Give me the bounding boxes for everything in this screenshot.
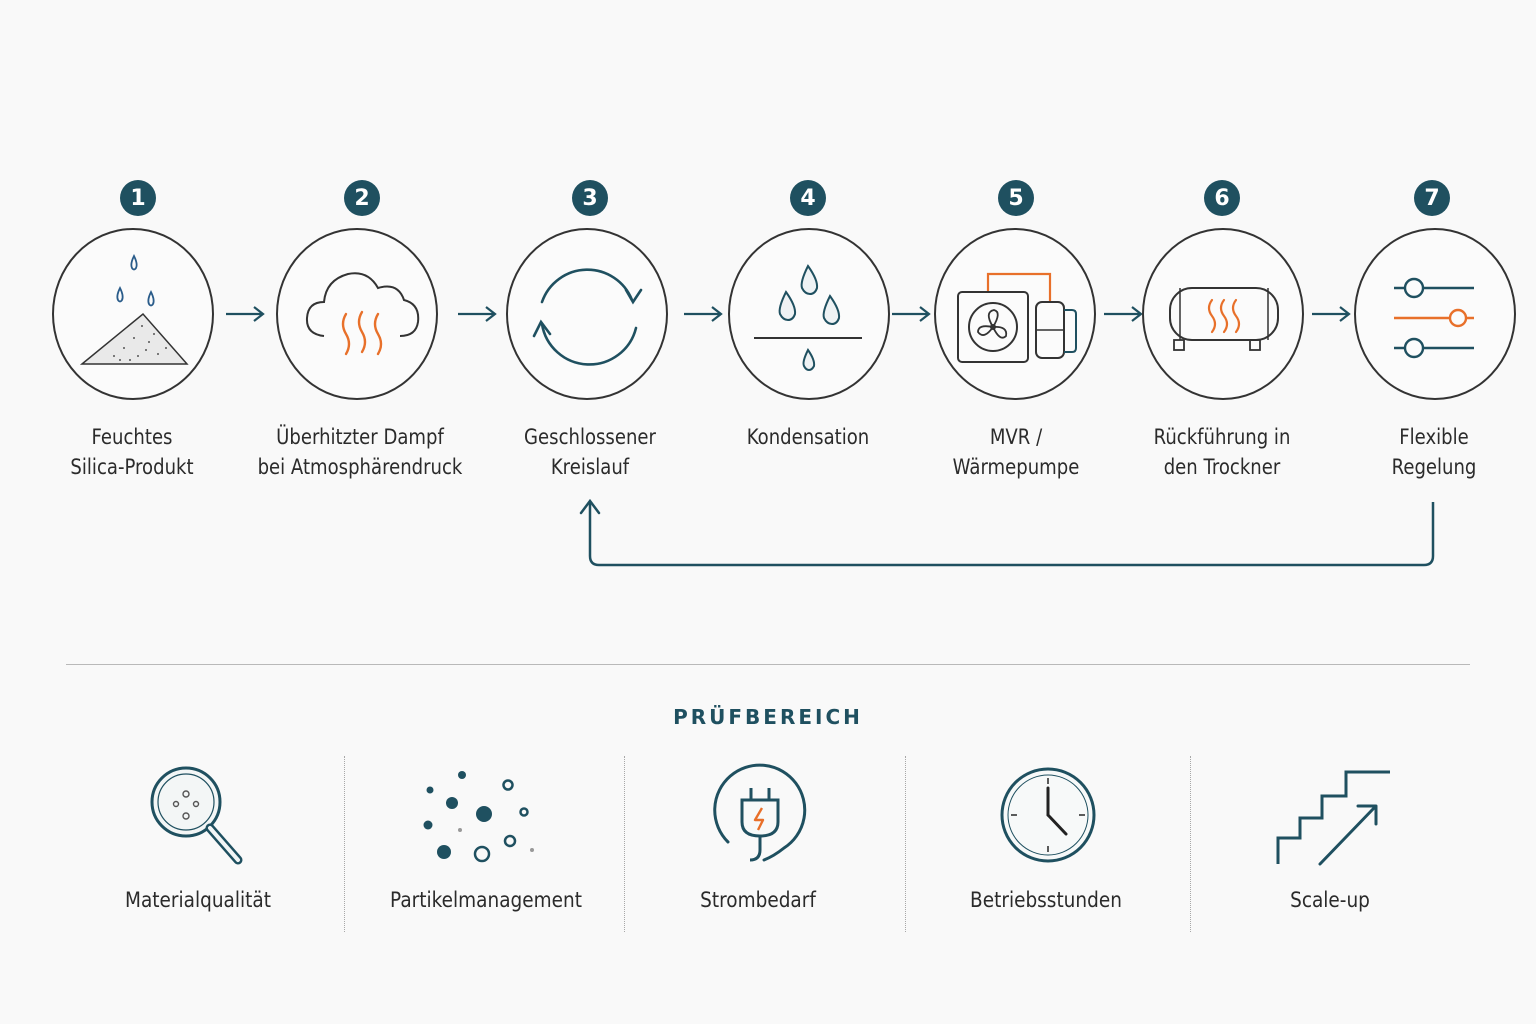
step-circle (1354, 228, 1516, 400)
step-circle (934, 228, 1096, 400)
metric-label: Materialqualität (125, 888, 271, 912)
dryer-drum-icon (1169, 287, 1279, 351)
step-circle (52, 228, 214, 400)
flow-arrow (1104, 306, 1143, 322)
step-circle (1142, 228, 1304, 400)
step-number-badge: 6 (1204, 180, 1240, 216)
step-circle (276, 228, 438, 400)
metric-separator (624, 756, 625, 932)
flow-arrow (458, 306, 497, 322)
flow-arrow (226, 306, 265, 322)
step-number-badge: 7 (1414, 180, 1450, 216)
stairs-growth-icon (1276, 770, 1390, 866)
step-label: MVR /Wärmepumpe (952, 425, 1080, 479)
flow-arrow (684, 306, 723, 322)
metric-label: Betriebsstunden (970, 888, 1122, 912)
section-divider (66, 664, 1470, 665)
metric-separator (1190, 756, 1191, 932)
flow-arrow (892, 306, 931, 322)
metric-label: Strombedarf (700, 888, 816, 912)
step-number-badge: 4 (790, 180, 826, 216)
power-plug-icon (713, 763, 807, 862)
step-number-badge: 5 (998, 180, 1034, 216)
flow-arrow (1312, 306, 1351, 322)
metric-separator (344, 756, 345, 932)
clock-icon (1000, 767, 1096, 863)
metric-label: Scale-up (1290, 888, 1370, 912)
sliders-icon (1394, 277, 1474, 359)
step-number-badge: 3 (572, 180, 608, 216)
wet-powder-icon (79, 253, 189, 365)
particles-icon (423, 771, 534, 863)
step-number-badge: 1 (120, 180, 156, 216)
section-title: PRÜFBEREICH (673, 705, 863, 729)
step-label: Kondensation (746, 425, 870, 449)
step-circle (728, 228, 890, 400)
step-number-badge: 2 (344, 180, 380, 216)
step-circle (506, 228, 668, 400)
heat-pump-icon (957, 272, 1077, 363)
steam-cloud-icon (305, 272, 420, 356)
magnifier-icon (150, 766, 243, 865)
metric-label: Partikelmanagement (390, 888, 582, 912)
metric-separator (905, 756, 906, 932)
cycle-arrows-icon (532, 268, 643, 366)
condensation-drops-icon (754, 264, 862, 372)
